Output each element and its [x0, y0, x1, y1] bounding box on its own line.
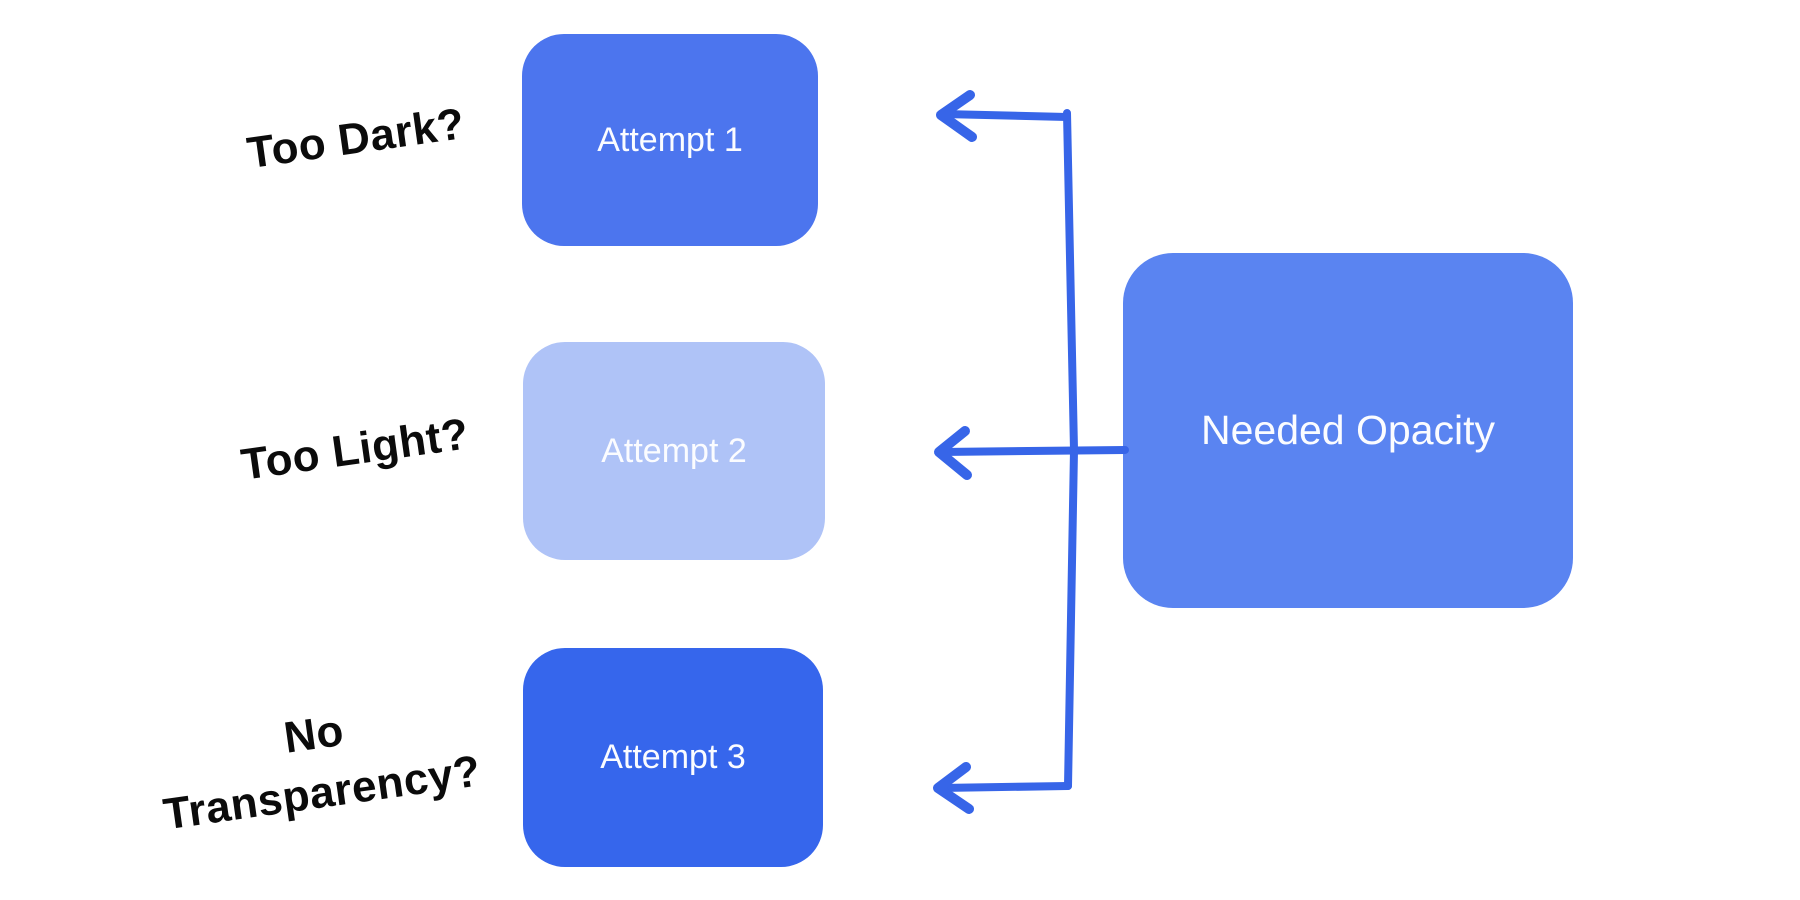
- attempt-3-label: Attempt 3: [600, 738, 746, 776]
- arrow-branch-attempt-3: [936, 782, 1072, 792]
- arrowhead-attempt-1-icon: [936, 90, 977, 142]
- attempt-2-box: Attempt 2: [523, 342, 825, 560]
- attempt-1-label: Attempt 1: [597, 120, 743, 159]
- attempt-2-label: Attempt 2: [601, 431, 747, 470]
- label-too-light: Too Light?: [238, 409, 472, 490]
- needed-opacity-box: Needed Opacity: [1123, 253, 1573, 608]
- arrowhead-attempt-2-icon: [934, 426, 972, 480]
- label-no-transparency: No Transparency?: [160, 705, 484, 840]
- attempt-3-box: Attempt 3: [523, 648, 823, 867]
- arrow-spine: [1063, 109, 1078, 790]
- needed-opacity-label: Needed Opacity: [1200, 407, 1495, 453]
- arrow-group: [933, 90, 1129, 814]
- arrow-branch-attempt-1: [939, 110, 1071, 121]
- arrowhead-attempt-3-icon: [933, 762, 974, 814]
- arrow-branch-attempt-2: [937, 446, 1129, 456]
- attempt-1-box: Attempt 1: [522, 34, 818, 246]
- label-too-dark: Too Dark?: [244, 99, 468, 178]
